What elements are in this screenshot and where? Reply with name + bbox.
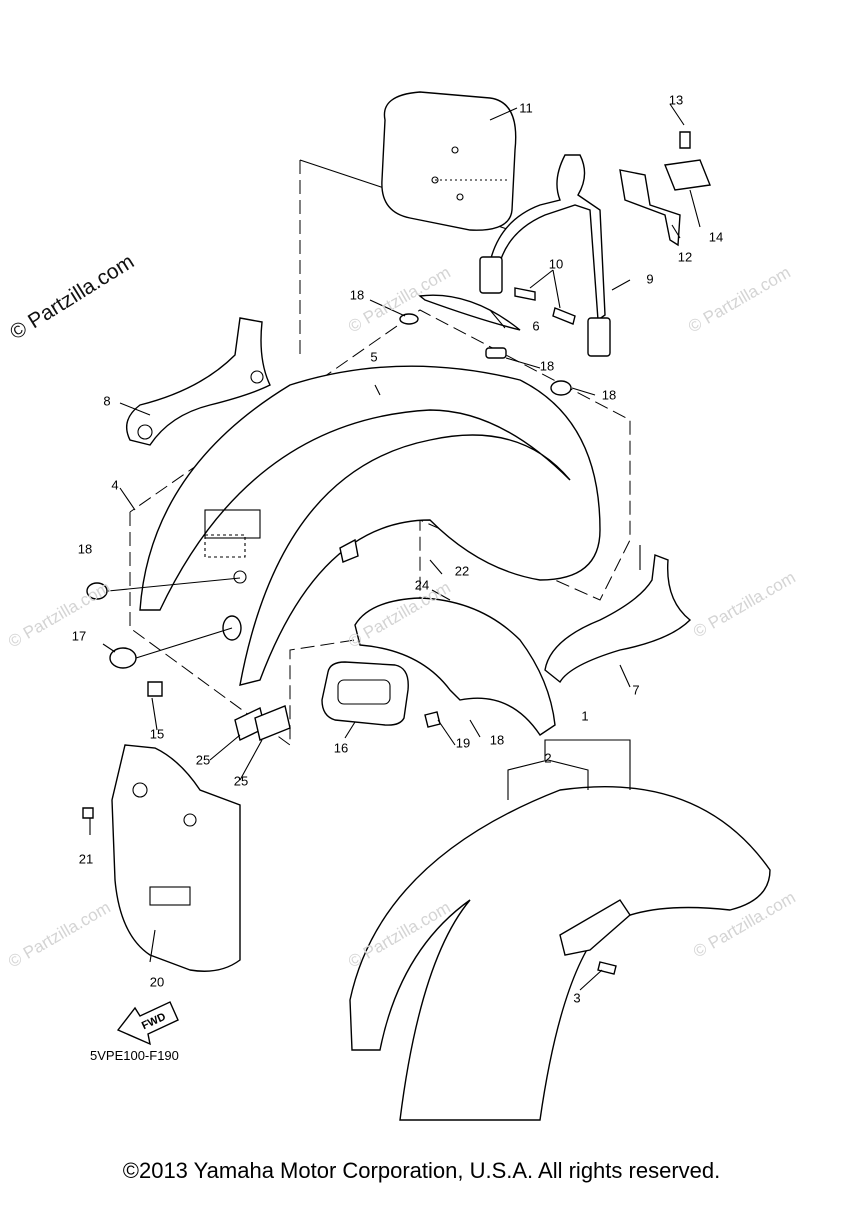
callout-18-top[interactable]: 18	[539, 358, 555, 374]
callout-18-right[interactable]: 18	[601, 387, 617, 403]
callout-25-right[interactable]: 25	[233, 773, 249, 789]
callout-12[interactable]: 12	[677, 249, 693, 265]
reflector	[321, 661, 409, 726]
rear-fender	[139, 365, 601, 686]
callout-4[interactable]: 4	[111, 477, 119, 493]
callout-14[interactable]: 14	[708, 229, 724, 245]
callout-7[interactable]: 7	[632, 682, 640, 698]
callout-21[interactable]: 19	[455, 735, 471, 751]
seal-6	[418, 294, 521, 331]
callout-20[interactable]: 18	[489, 732, 505, 748]
callout-8[interactable]: 8	[103, 393, 111, 409]
callout-13[interactable]: 13	[668, 92, 684, 108]
callout-15[interactable]: 15	[149, 726, 165, 742]
callout-6[interactable]: 6	[532, 318, 540, 334]
callout-18-left[interactable]: 18	[77, 541, 93, 557]
callout-25-left[interactable]: 25	[195, 752, 211, 768]
cushion-14	[664, 159, 711, 191]
callout-26[interactable]: 24	[414, 577, 430, 593]
inner-fender	[354, 597, 556, 736]
copyright-notice: ©2013 Yamaha Motor Corporation, U.S.A. A…	[122, 1158, 721, 1183]
callout-24[interactable]: 22	[454, 563, 470, 579]
callout-2[interactable]: 2	[544, 750, 552, 766]
callout-10[interactable]: 10	[548, 256, 564, 272]
backrest-frame	[479, 154, 611, 357]
side-cover	[111, 744, 241, 972]
callout-5[interactable]: 5	[370, 349, 378, 365]
callout-9[interactable]: 9	[646, 271, 654, 287]
backrest-pad	[381, 91, 517, 231]
callout-16[interactable]: 16	[333, 740, 349, 756]
bracket-12	[619, 169, 681, 247]
callout-23[interactable]: 21	[78, 851, 94, 867]
side-rail-left	[126, 317, 271, 446]
callout-19[interactable]: 18	[349, 287, 365, 303]
callout-22[interactable]: 20	[149, 974, 165, 990]
callout-11[interactable]: 11	[519, 100, 533, 116]
diagram-code: 5VPE100-F190	[90, 1048, 179, 1063]
callout-17[interactable]: 17	[71, 628, 87, 644]
callout-1[interactable]: 1	[581, 708, 589, 724]
side-rail-right	[544, 554, 692, 684]
callout-3[interactable]: 3	[573, 990, 581, 1006]
fwd-arrow	[116, 1001, 179, 1046]
